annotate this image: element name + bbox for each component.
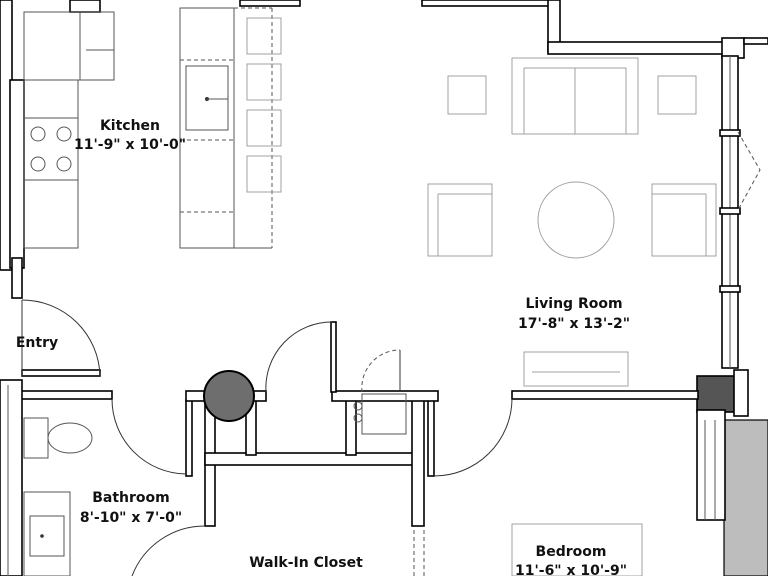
toilet-tank [23,417,49,459]
right-wall-cap [721,37,745,59]
top-wall-mid [239,0,301,7]
burner [30,156,46,172]
closet-door-swing [131,525,206,576]
bedroom-right-wall [723,419,768,576]
closet-wall-right [411,399,425,527]
bath-sink [29,515,65,557]
right-column-jog [733,369,749,417]
bar-stool [246,109,282,147]
laundry [353,393,407,435]
partition [427,399,435,477]
hall-wall-right [331,390,439,402]
bedroom-door-swing [433,398,513,477]
bath-fixtures [23,417,93,576]
living-bedroom-wall [511,390,699,400]
tv-console [523,351,629,387]
balcony-door-swing [737,131,761,211]
top-wall-left [69,0,101,13]
toilet-bowl [47,422,93,454]
hall-door-jamb [330,321,337,393]
kitchen-fixtures [23,7,282,249]
laundry-door-swing [361,349,401,393]
range [23,117,79,181]
living-room-label: Living Room [525,296,622,312]
counter-upper [79,11,115,81]
bedroom-dims: 11'-6" x 10'-9" [515,563,627,576]
bed [511,523,643,576]
kitchen-wall-stub [21,369,101,377]
structural-column [696,375,736,413]
round-column [203,370,255,422]
burner [56,126,72,142]
counter-lower [23,79,79,249]
coffee-table [537,181,615,259]
right-wall-top [743,37,768,45]
doors [21,299,513,576]
vanity [23,491,71,576]
bathroom-label: Bathroom [92,490,170,506]
bath-faucet [40,534,44,538]
window-mullion [719,129,741,137]
burner [56,156,72,172]
kitchen-label: Kitchen [100,118,160,134]
window-mullion [719,285,741,293]
bar-stool [246,63,282,101]
closet-label: Walk-In Closet [249,555,363,571]
bathroom-dims: 8'-10" x 7'-0" [80,510,182,526]
entry-label: Entry [16,335,58,351]
bedroom-right-wall-inner [696,409,726,521]
left-jog-wall [11,257,23,299]
closet-wall-top [204,452,422,466]
washer-knob [353,413,363,423]
entry-bath-wall [0,390,113,400]
living-room-dims: 17'-8" x 13'-2" [518,316,630,332]
living-furniture [427,57,717,387]
hall-door-swing [265,321,333,393]
burner [30,126,46,142]
side-table [447,75,487,115]
island-sink [185,65,229,131]
partition [185,399,193,477]
bar-stool [246,17,282,55]
kitchen-dims: 11'-9" x 10'-0" [74,137,186,153]
washer [361,393,407,435]
washer-knob [353,401,363,411]
armchair [427,183,493,257]
kitchen-island [179,7,235,249]
bedroom-label: Bedroom [536,544,607,560]
window-mullion [719,207,741,215]
upper-right-wall-horizontal [547,41,727,55]
bar-stool [246,155,282,193]
room-labels: Kitchen 11'-9" x 10'-0" Living Room 17'-… [16,118,630,576]
fridge [23,11,81,81]
armchair [651,183,717,257]
top-wall-right [421,0,553,7]
bath-left-wall [0,379,23,576]
entry-door-swing [21,299,101,377]
bath-door-swing [111,398,187,475]
side-table [657,75,697,115]
left-exterior-wall-inner [9,79,25,269]
